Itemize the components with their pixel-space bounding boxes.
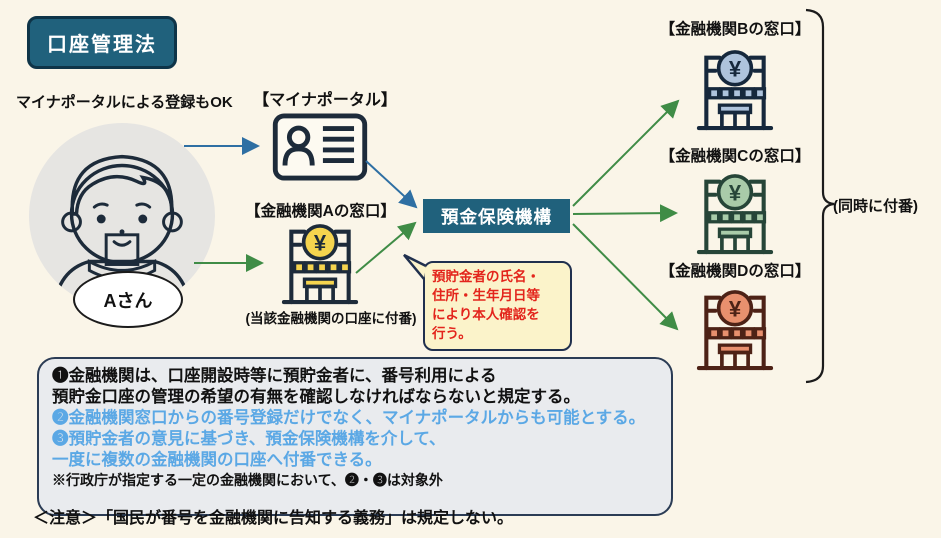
- bank-a-caption: (当該金融機関の口座に付番): [245, 311, 417, 326]
- law-notes-box: ❶金融機関は、口座開設時等に預貯金者に、番号利用による 預貯金口座の管理の希望の…: [37, 357, 673, 516]
- arrow-dic-to-bank-c: [572, 204, 678, 223]
- mynaportal-label: 【マイナポータル】: [253, 92, 397, 109]
- yen-symbol: ¥: [729, 180, 742, 205]
- bank-a-label: 【金融機関Aの窓口】: [245, 203, 396, 220]
- bubble-line: 預貯金者の氏名・: [432, 269, 540, 284]
- deposit-insurance-box: 預金保険機構: [423, 199, 570, 233]
- note-line-6: ※行政庁が指定する一定の金融機関において、❷・❸は対象外: [52, 472, 443, 488]
- bank-d-label: 【金融機関Dの窓口】: [659, 263, 811, 280]
- title-badge: 口座管理法: [27, 16, 177, 69]
- note-line-4: ❸預貯金者の意見に基づき、預金保険機構を介して、: [52, 430, 446, 448]
- bank-d-icon: ¥: [696, 290, 774, 371]
- note-line-1: ❶金融機関は、口座開設時等に預貯金者に、番号利用による: [52, 367, 497, 385]
- deposit-insurance-label: 預金保険機構: [441, 206, 552, 227]
- portal-registration-note: マイナポータルによる登録もOK: [16, 94, 233, 111]
- idcard-icon: [272, 113, 368, 181]
- bubble-line: 住所・生年月日等: [432, 287, 540, 303]
- bank-a-icon: ¥: [281, 224, 359, 305]
- title-text: 口座管理法: [47, 34, 157, 56]
- arrow-bank-a-to-dic: [355, 221, 417, 274]
- yen-symbol: ¥: [729, 56, 742, 81]
- footer-caution-note: ＜注意＞「国民が番号を金融機関に告知する義務」は規定しない。: [33, 510, 514, 527]
- bubble-line: 行う。: [432, 325, 472, 341]
- person-avatar-icon: [28, 122, 216, 310]
- yen-symbol: ¥: [314, 230, 327, 255]
- yen-symbol: ¥: [729, 296, 742, 321]
- simultaneous-numbering-label: (同時に付番): [833, 198, 918, 215]
- note-line-2: 預貯金口座の管理の希望の有無を確認しなければならないと規定する。: [52, 388, 580, 406]
- bank-c-label: 【金融機関Cの窓口】: [659, 148, 811, 165]
- bank-b-label: 【金融機関Bの窓口】: [659, 21, 811, 38]
- bank-b-icon: ¥: [696, 50, 774, 131]
- note-line-5: 一度に複数の金融機関の口座へ付番できる。: [52, 451, 382, 469]
- person-name-label: Aさん: [73, 271, 183, 328]
- bank-c-icon: ¥: [696, 174, 774, 255]
- person-name-text: Aさん: [103, 290, 153, 311]
- bubble-line: により本人確認を: [432, 306, 540, 322]
- identity-check-bubble: 預貯金者の氏名・ 住所・生年月日等 により本人確認を 行う。: [423, 261, 572, 351]
- note-line-3: ❷金融機関窓口からの番号登録だけでなく、マイナポータルからも可能とする。: [52, 409, 646, 427]
- banks-grouping-bracket: [805, 8, 835, 384]
